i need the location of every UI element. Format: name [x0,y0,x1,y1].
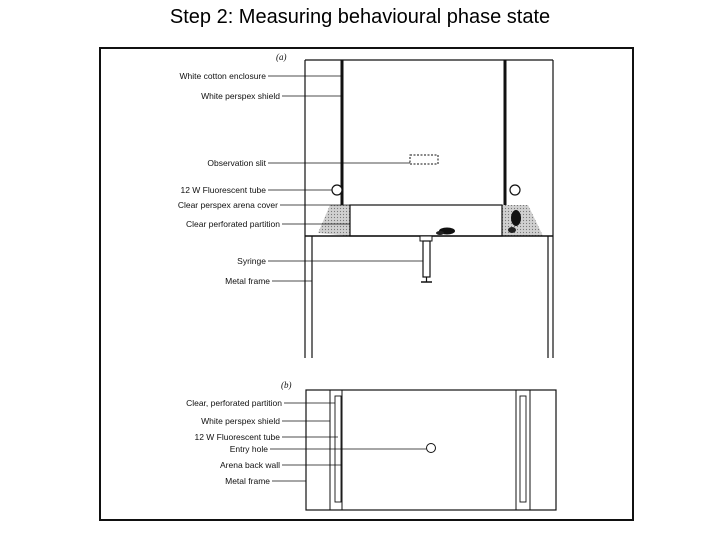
panel-b-leaders [270,402,426,482]
top-view-partitions [329,390,531,510]
label-fluorescent-tube: 12 W Fluorescent tube [180,185,266,195]
top-view-tube-right [519,395,527,503]
figure-frame [99,47,634,521]
white-cotton-enclosure [304,59,554,358]
label-syringe: Syringe [237,256,266,266]
label-b-perspex-shield: White perspex shield [201,416,280,426]
panel-a-tag: (a) [276,52,287,62]
label-b-arena-back-wall: Arena back wall [220,460,280,470]
syringe [419,235,433,283]
label-arena-cover: Clear perspex arena cover [178,200,278,210]
label-white-perspex-shield: White perspex shield [201,91,280,101]
label-observation-slit: Observation slit [207,158,266,168]
metal-frame-legs [311,236,549,358]
label-white-cotton-enclosure: White cotton enclosure [180,71,267,81]
panel-b-tag: (b) [281,380,292,390]
label-b-perforated-partition: Clear, perforated partition [186,398,282,408]
entry-hole [426,443,436,453]
arena-cover [349,204,503,237]
label-perforated-partition: Clear perforated partition [186,219,280,229]
perforated-partition-right [502,205,543,236]
label-metal-frame: Metal frame [225,276,270,286]
slide-title: Step 2: Measuring behavioural phase stat… [169,6,551,28]
observation-slit [409,154,439,165]
white-perspex-shield [340,60,507,205]
arena-top-view [305,389,557,511]
locust-figures [436,210,521,235]
fluorescent-tube-right [509,184,521,196]
panel-a-leaders [268,75,423,282]
fluorescent-tube-left [331,184,343,196]
label-b-entry-hole: Entry hole [230,444,269,454]
label-b-metal-frame: Metal frame [225,476,270,486]
perforated-partition-left [318,205,350,236]
label-b-fluorescent-tube: 12 W Fluorescent tube [194,432,280,442]
